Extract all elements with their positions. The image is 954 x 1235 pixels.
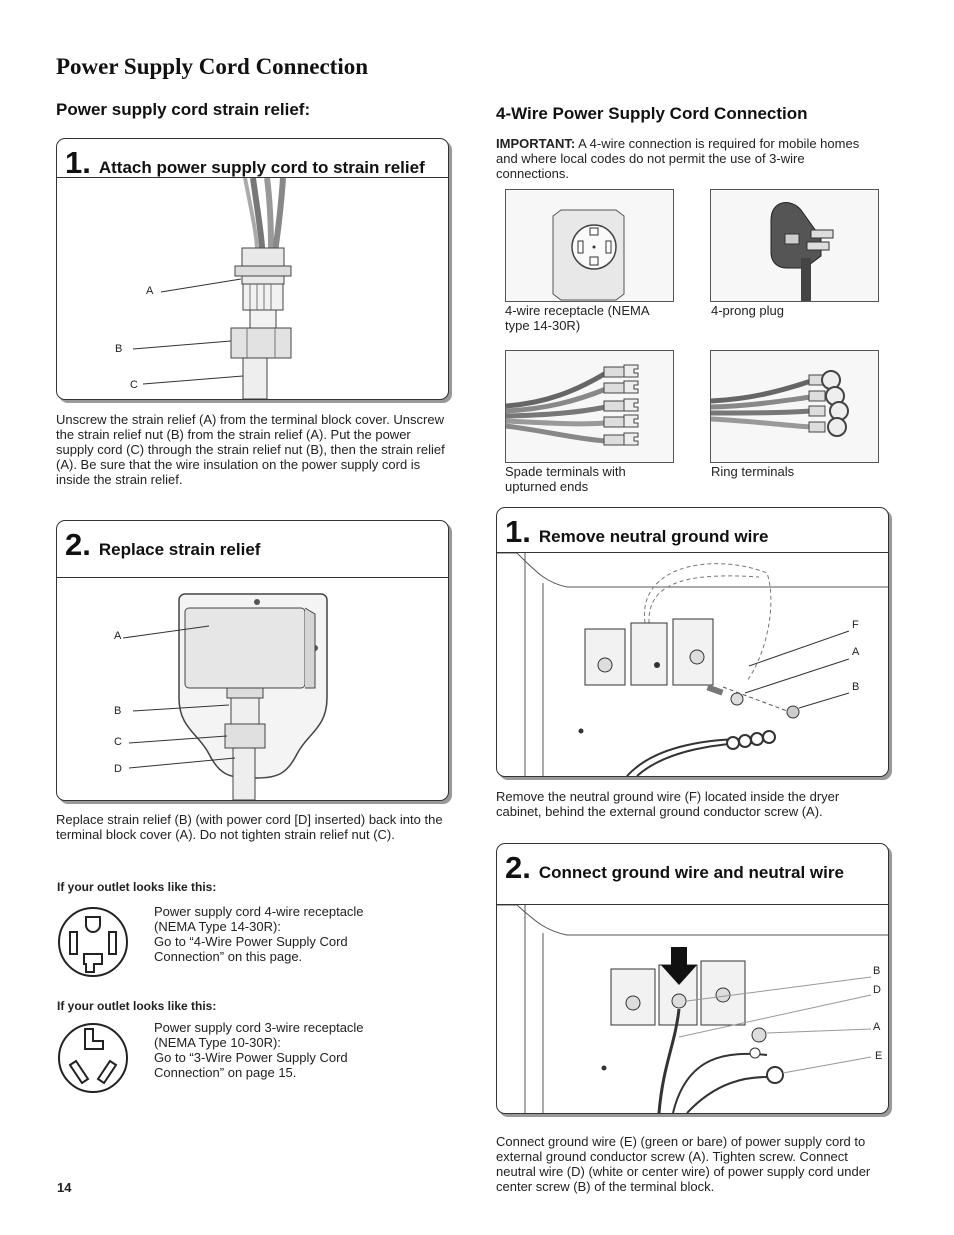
right-step2-instructions: Connect ground wire (E) (green or bare) … (496, 1134, 871, 1194)
plug-caption: 4-prong plug (711, 303, 784, 318)
spade-terminals-photo (505, 350, 674, 463)
important-note: IMPORTANT: A 4-wire connection is requir… (496, 136, 876, 181)
label-d: D (114, 763, 122, 775)
label-e: E (875, 1050, 883, 1062)
label-a: A (852, 646, 860, 658)
label-a: A (146, 285, 154, 297)
label-a: A (873, 1021, 881, 1033)
outlet2-description: Power supply cord 3-wire receptacle (NEM… (154, 1020, 364, 1080)
page-title: Power Supply Cord Connection (56, 54, 369, 79)
right-step2-header: 2. Connect ground wire and neutral wire (497, 844, 888, 886)
outlet1-line3: Go to “4-Wire Power Supply Cord (154, 934, 348, 949)
right-step1-divider (497, 552, 888, 553)
remove-neutral-wire-illustration (497, 553, 888, 776)
step1-number: 1. (65, 145, 91, 180)
strain-relief-replace-illustration (122, 593, 328, 800)
important-label: IMPORTANT: (496, 136, 576, 151)
strain-relief-attach-illustration (132, 178, 292, 399)
receptacle-caption: 4-wire receptacle (NEMA type 14-30R) (505, 303, 649, 333)
spade-terminals-image (506, 364, 639, 446)
outlet2-heading: If your outlet looks like this: (57, 999, 217, 1013)
step1-header: 1. Attach power supply cord to strain re… (57, 139, 448, 181)
outlet1-line1: Power supply cord 4-wire receptacle (154, 904, 364, 919)
label-c: C (114, 736, 122, 748)
step2-strain-relief-box: 2. Replace strain relief A B C D (56, 520, 449, 801)
label-f: F (852, 619, 859, 631)
outlet1-description: Power supply cord 4-wire receptacle (NEM… (154, 904, 364, 964)
right-step2-title: Connect ground wire and neutral wire (538, 863, 844, 882)
right-step1-instructions: Remove the neutral ground wire (F) locat… (496, 789, 840, 819)
step2-instructions: Replace strain relief (B) (with power co… (56, 812, 443, 842)
important-text: A 4-wire connection is required for mobi… (496, 136, 860, 181)
outlet2-line4: Connection” on page 15. (154, 1065, 297, 1080)
step1-title: Attach power supply cord to strain relie… (98, 158, 425, 177)
label-b: B (852, 681, 860, 693)
connect-ground-neutral-box: 2. Connect ground wire and neutral wire … (496, 843, 889, 1114)
step1-divider (57, 177, 448, 178)
outlet1-heading: If your outlet looks like this: (57, 880, 217, 894)
4-wire-outlet-icon (58, 907, 128, 977)
step2-title: Replace strain relief (98, 540, 261, 559)
plug-photo (710, 189, 879, 302)
ring-terminals-image (711, 370, 849, 437)
label-b: B (115, 343, 123, 355)
page-number: 14 (57, 1180, 72, 1195)
step1-instructions: Unscrew the strain relief (A) from the t… (56, 412, 445, 487)
step2-divider (57, 577, 448, 578)
connect-wires-illustration (497, 905, 888, 1113)
label-a: A (114, 630, 122, 642)
strain-relief-heading: Power supply cord strain relief: (56, 100, 311, 119)
step1-strain-relief-box: 1. Attach power supply cord to strain re… (56, 138, 449, 400)
receptacle-photo (505, 189, 674, 302)
right-step2-number: 2. (505, 850, 531, 885)
right-step1-header: 1. Remove neutral ground wire (497, 508, 888, 550)
ring-terminals-photo (710, 350, 879, 463)
outlet1-line2: (NEMA Type 14-30R): (154, 919, 281, 934)
outlet2-line2: (NEMA Type 10-30R): (154, 1035, 281, 1050)
label-b: B (873, 965, 881, 977)
label-b: B (114, 705, 122, 717)
label-c: C (130, 379, 138, 391)
right-step2-divider (497, 904, 888, 905)
ring-caption: Ring terminals (711, 464, 795, 479)
remove-neutral-ground-box: 1. Remove neutral ground wire (496, 507, 889, 777)
3-wire-outlet-icon (58, 1023, 128, 1093)
outlet1-line4: Connection” on this page. (154, 949, 303, 964)
right-step1-title: Remove neutral ground wire (538, 527, 769, 546)
right-step1-number: 1. (505, 514, 531, 549)
outlet2-line3: Go to “3-Wire Power Supply Cord (154, 1050, 348, 1065)
4-wire-receptacle-image (552, 209, 625, 301)
step2-header: 2. Replace strain relief (57, 521, 448, 563)
spade-caption: Spade terminals with upturned ends (505, 464, 626, 494)
outlet2-line1: Power supply cord 3-wire receptacle (154, 1020, 364, 1035)
step2-number: 2. (65, 527, 91, 562)
label-d: D (873, 984, 881, 996)
four-wire-heading: 4-Wire Power Supply Cord Connection (496, 104, 808, 123)
4-prong-plug-image (770, 202, 834, 301)
